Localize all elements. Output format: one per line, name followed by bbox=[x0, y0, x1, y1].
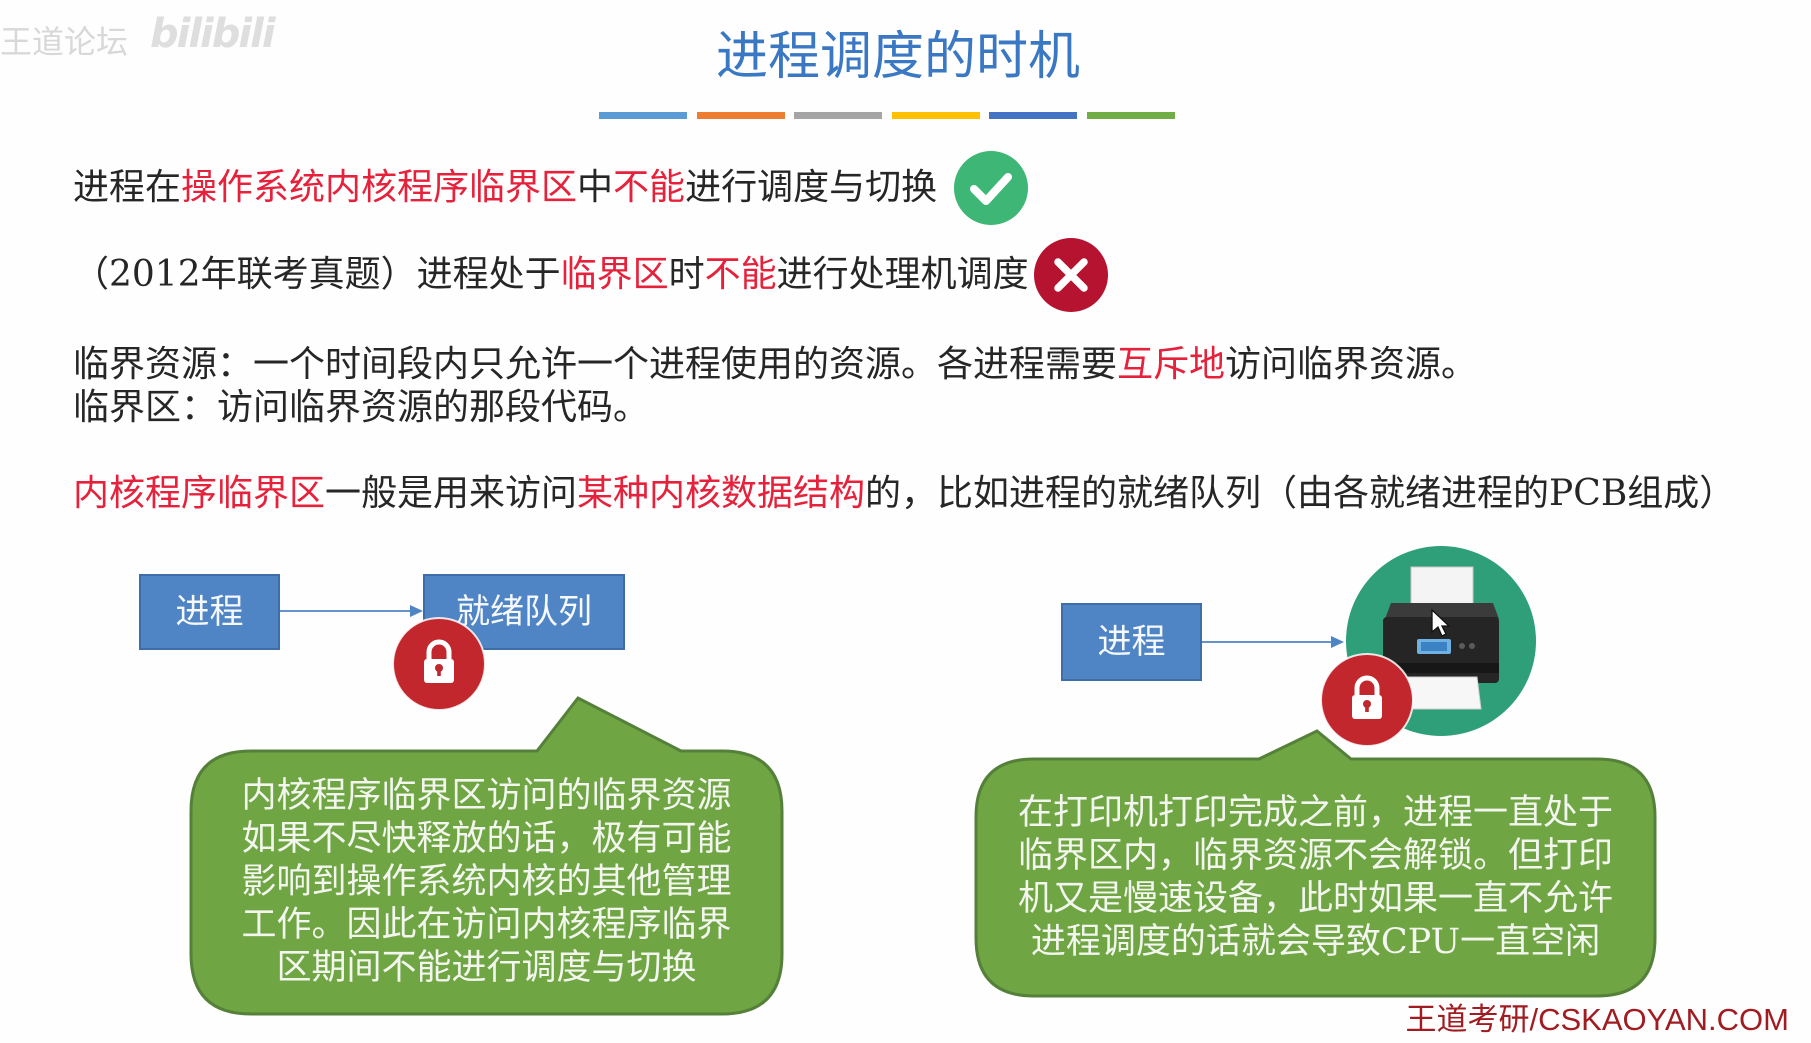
check-mark bbox=[970, 173, 1012, 205]
kernel-example-speech-bubble bbox=[189, 696, 784, 1016]
printer-input-paper bbox=[1410, 566, 1474, 608]
kernel-critical-section-note: 内核程序临界区 一般是用来访问 某种内核数据结构 的，比如进程的就绪队列（由各就… bbox=[73, 472, 1735, 516]
printer-lid bbox=[1385, 603, 1499, 619]
title-bar-segment bbox=[989, 112, 1078, 119]
mouse-cursor-icon bbox=[1431, 608, 1451, 637]
printer-example-process-box: 进程 bbox=[1061, 603, 1202, 681]
definition-critical-resource: 临界资源：一个时间段内只允许一个进程使用的资源。各进程需要 互斥地 访问临界资源… bbox=[73, 343, 1477, 387]
statement-text: 操作系统内核程序临界区 bbox=[181, 167, 578, 208]
bubble-text-line: 内核程序临界区访问的临界资源 bbox=[241, 776, 732, 816]
note-text: 的，比如进程的就绪队列（由各就绪进程的PCB组成） bbox=[865, 473, 1736, 514]
title-bar-segment bbox=[1086, 112, 1175, 119]
lock-keyhole-slot bbox=[437, 668, 441, 676]
bubble-text-line: 影响到操作系统内核的其他管理 bbox=[241, 862, 732, 902]
title-bar-segment bbox=[891, 112, 980, 119]
ready-queue-label: 就绪队列 bbox=[456, 592, 592, 632]
bubble-text-line: 工作。因此在访问内核程序临界 bbox=[241, 905, 732, 945]
bubble-text-line: 如果不尽快释放的话，极有可能 bbox=[241, 819, 732, 859]
definition-critical-section: 临界区：访问临界资源的那段代码。 bbox=[73, 386, 649, 430]
process-box-label: 进程 bbox=[175, 592, 244, 632]
statement-text: 进行处理机调度 bbox=[776, 254, 1029, 295]
statement-text: 临界区 bbox=[560, 254, 669, 295]
title-bar-segment bbox=[696, 112, 785, 119]
watermark-forum-name: 王道论坛 bbox=[0, 23, 129, 61]
title-underline-bar bbox=[599, 112, 1175, 119]
slide-title: 进程调度的时机 bbox=[715, 27, 1080, 87]
printer-output-paper bbox=[1402, 676, 1482, 710]
note-text: 内核程序临界区 bbox=[73, 473, 326, 514]
printer-example-bubble-text: 在打印机打印完成之前，进程一直处于 临界区内，临界资源不会解锁。但打印 机又是慢… bbox=[976, 759, 1655, 996]
definition-text: 访问临界资源。 bbox=[1225, 344, 1478, 385]
bilibili-logo: bilibili bbox=[150, 11, 276, 57]
statement-text: （2012年联考真题）进程处于 bbox=[73, 254, 561, 295]
bubble-text-line: 临界区内，临界资源不会解锁。但打印 bbox=[1017, 835, 1613, 876]
lock-shackle bbox=[426, 639, 452, 660]
printer-front-panel bbox=[1383, 663, 1499, 673]
statement-text: 进行调度与切换 bbox=[685, 167, 938, 208]
footer-brand: 王道考研/CSKAOYAN.COM bbox=[1405, 1002, 1789, 1037]
arrow-head bbox=[410, 605, 423, 617]
statement-text: 时 bbox=[668, 254, 705, 295]
bubble-text-line: 进程调度的话就会导致CPU一直空闲 bbox=[1030, 921, 1601, 962]
bubble-text-line: 区期间不能进行调度与切换 bbox=[276, 948, 697, 988]
lock-icon bbox=[1320, 653, 1414, 747]
definition-text: 互斥地 bbox=[1117, 344, 1226, 385]
check-icon-circle bbox=[954, 151, 1028, 225]
definition-text: 临界资源：一个时间段内只允许一个进程使用的资源。各进程需要 bbox=[73, 344, 1118, 385]
x-icon bbox=[1034, 238, 1108, 312]
process-box-label: 进程 bbox=[1097, 622, 1166, 662]
arrow-head bbox=[1331, 636, 1344, 648]
statement-incorrect: （2012年联考真题）进程处于 临界区 时 不能 进行处理机调度 bbox=[73, 253, 1029, 297]
kernel-example-process-box: 进程 bbox=[139, 574, 280, 650]
note-text: 某种内核数据结构 bbox=[577, 473, 866, 514]
cursor-arrow bbox=[1431, 608, 1451, 637]
bubble-text-line: 机又是慢速设备，此时如果一直不允许 bbox=[1017, 878, 1613, 919]
bubble-text-line: 在打印机打印完成之前，进程一直处于 bbox=[1017, 792, 1613, 833]
statement-text: 不能 bbox=[613, 167, 686, 208]
x-mark bbox=[1054, 258, 1088, 292]
statement-text: 进程在 bbox=[73, 167, 182, 208]
title-bar-segment bbox=[599, 112, 687, 119]
note-text: 一般是用来访问 bbox=[325, 473, 578, 514]
printer-button bbox=[1459, 643, 1465, 649]
title-bar-segment bbox=[794, 112, 883, 119]
printer-example-speech-bubble bbox=[974, 729, 1657, 998]
lock-shackle bbox=[1354, 675, 1380, 696]
check-icon bbox=[954, 151, 1028, 225]
kernel-example-bubble-text: 内核程序临界区访问的临界资源 如果不尽快释放的话，极有可能 影响到操作系统内核的… bbox=[191, 751, 782, 1014]
printer-screen-inner bbox=[1421, 642, 1447, 651]
statement-correct: 进程在 操作系统内核程序临界区 中 不能 进行调度与切换 bbox=[73, 166, 937, 210]
statement-text: 中 bbox=[577, 167, 614, 208]
lock-icon bbox=[392, 617, 486, 711]
definition-text: 临界区：访问临界资源的那段代码。 bbox=[73, 387, 650, 428]
statement-text: 不能 bbox=[704, 254, 777, 295]
printer-button bbox=[1469, 643, 1475, 649]
lock-keyhole-slot bbox=[1365, 704, 1369, 712]
